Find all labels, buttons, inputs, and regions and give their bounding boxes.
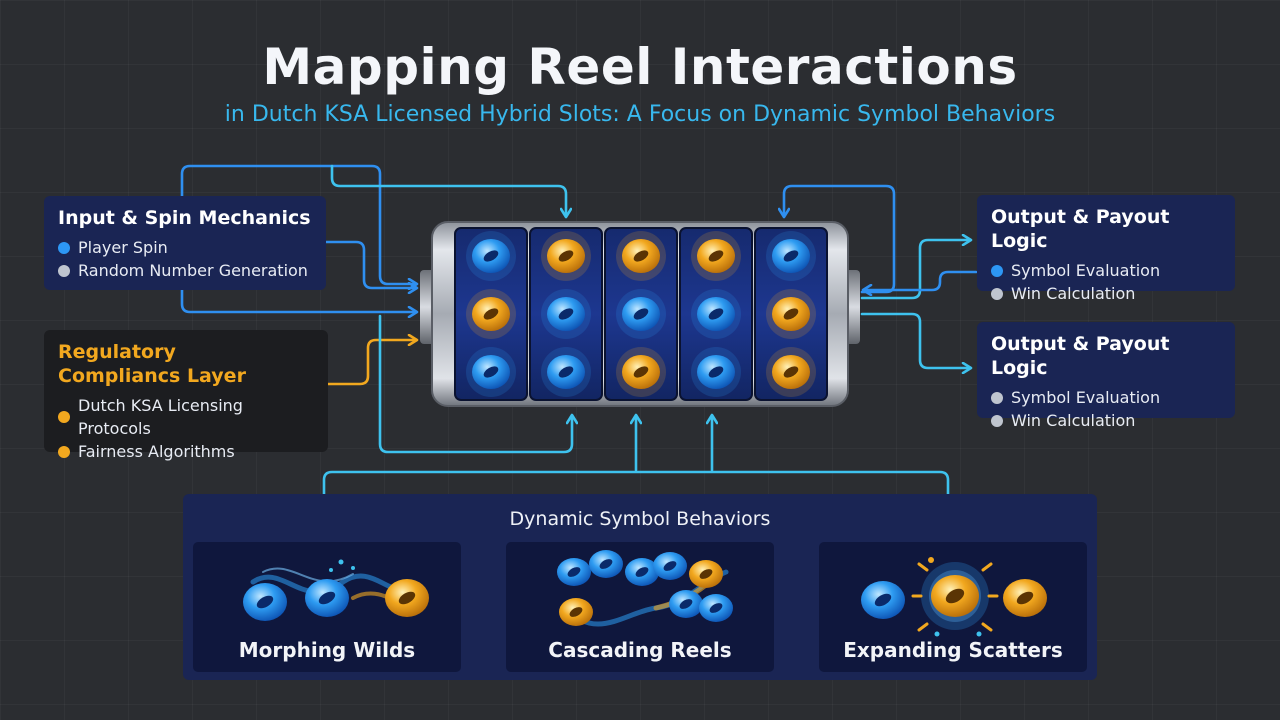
output-panel-1: Output & Payout Logic Symbol Evaluation … xyxy=(977,195,1235,303)
output-1-title: Output & Payout Logic xyxy=(991,206,1170,252)
blue-coin-icon xyxy=(616,289,666,339)
arrow-input-bottom xyxy=(180,288,416,312)
gold-coin-icon xyxy=(559,598,593,626)
dynamic-behaviors-title: Dynamic Symbol Behaviors xyxy=(509,508,771,530)
arrow-top-into-reel xyxy=(330,164,566,216)
input-spin-panel: Input & Spin Mechanics Player Spin Rando… xyxy=(44,196,326,290)
card-cascading-reels: Cascading Reels xyxy=(506,542,774,672)
blue-coin-icon xyxy=(625,558,659,586)
regulatory-panel: Regulatory Compliancs Layer Dutch KSA Li… xyxy=(44,330,328,461)
gold-coin-icon xyxy=(766,289,816,339)
regulatory-item-fairness: Fairness Algorithms xyxy=(58,440,314,463)
slot-machine xyxy=(420,221,860,407)
page-title: Mapping Reel Interactions xyxy=(262,38,1018,96)
gold-coin-icon xyxy=(616,347,666,397)
blue-coin-icon xyxy=(653,552,687,580)
arrow-input-mid xyxy=(324,240,416,288)
blue-dot-icon xyxy=(58,241,70,254)
grey-dot-icon xyxy=(991,414,1003,427)
blue-dot-icon xyxy=(991,264,1003,277)
gold-coin-icon xyxy=(541,231,591,281)
card-morphing-wilds: Morphing Wilds xyxy=(193,542,461,672)
card-expanding-scatters: Expanding Scatters xyxy=(819,542,1087,672)
gold-dot-icon xyxy=(58,445,70,458)
gold-coin-icon xyxy=(766,347,816,397)
blue-coin-icon xyxy=(669,590,703,618)
blue-coin-icon xyxy=(699,594,733,622)
gold-coin-icon xyxy=(616,231,666,281)
regulatory-title: Regulatory Compliancs Layer xyxy=(58,341,246,387)
gold-coin-icon xyxy=(691,231,741,281)
expanding-scatters-illustration xyxy=(861,557,1047,637)
card-label: Expanding Scatters xyxy=(843,638,1063,662)
gold-dot-icon xyxy=(58,411,70,423)
blue-coin-icon xyxy=(541,347,591,397)
gold-coin-icon xyxy=(931,575,979,617)
blue-coin-icon xyxy=(305,579,349,617)
gold-coin-icon xyxy=(466,289,516,339)
arrow-right-into-machine xyxy=(864,270,978,290)
output-1-item-win: Win Calculation xyxy=(991,282,1221,305)
blue-coin-icon xyxy=(541,289,591,339)
regulatory-item-ksa: Dutch KSA Licensing Protocols xyxy=(58,394,314,440)
blue-coin-icon xyxy=(766,231,816,281)
card-label: Morphing Wilds xyxy=(238,638,416,662)
gold-coin-icon xyxy=(385,579,429,617)
blue-coin-icon xyxy=(589,550,623,578)
arrow-input-top xyxy=(180,164,416,284)
cascading-reels-illustration xyxy=(557,550,733,627)
card-label: Cascading Reels xyxy=(548,638,732,662)
page-subtitle: in Dutch KSA Licensed Hybrid Slots: A Fo… xyxy=(224,102,1056,127)
arrow-regulatory xyxy=(326,340,416,386)
morphing-wilds-illustration xyxy=(243,559,429,621)
blue-coin-icon xyxy=(691,347,741,397)
output-panel-2: Output & Payout Logic Symbol Evaluation … xyxy=(977,322,1235,430)
output-2-title: Output & Payout Logic xyxy=(991,333,1170,379)
gold-coin-icon xyxy=(689,560,723,588)
arrow-output-1 xyxy=(860,240,970,300)
gold-coin-icon xyxy=(1003,579,1047,617)
input-item-rng: Random Number Generation xyxy=(58,259,312,282)
output-2-item-symbol: Symbol Evaluation xyxy=(991,386,1221,409)
input-spin-title: Input & Spin Mechanics xyxy=(58,207,311,229)
output-2-item-win: Win Calculation xyxy=(991,409,1221,432)
blue-coin-icon xyxy=(243,583,287,621)
blue-coin-icon xyxy=(557,558,591,586)
blue-coin-icon xyxy=(466,231,516,281)
grey-dot-icon xyxy=(991,391,1003,404)
arrow-bottom-loop xyxy=(378,314,572,454)
dynamic-behaviors-panel: Dynamic Symbol Behaviors Morphing Wilds xyxy=(183,494,1097,680)
output-1-item-symbol: Symbol Evaluation xyxy=(991,259,1221,282)
input-item-player-spin: Player Spin xyxy=(58,236,312,259)
blue-coin-icon xyxy=(861,581,905,619)
arrow-dynamic-branch xyxy=(322,470,950,534)
grey-dot-icon xyxy=(991,287,1003,300)
blue-coin-icon xyxy=(466,347,516,397)
arrow-output-2 xyxy=(860,312,970,368)
grey-dot-icon xyxy=(58,264,70,277)
blue-coin-icon xyxy=(691,289,741,339)
